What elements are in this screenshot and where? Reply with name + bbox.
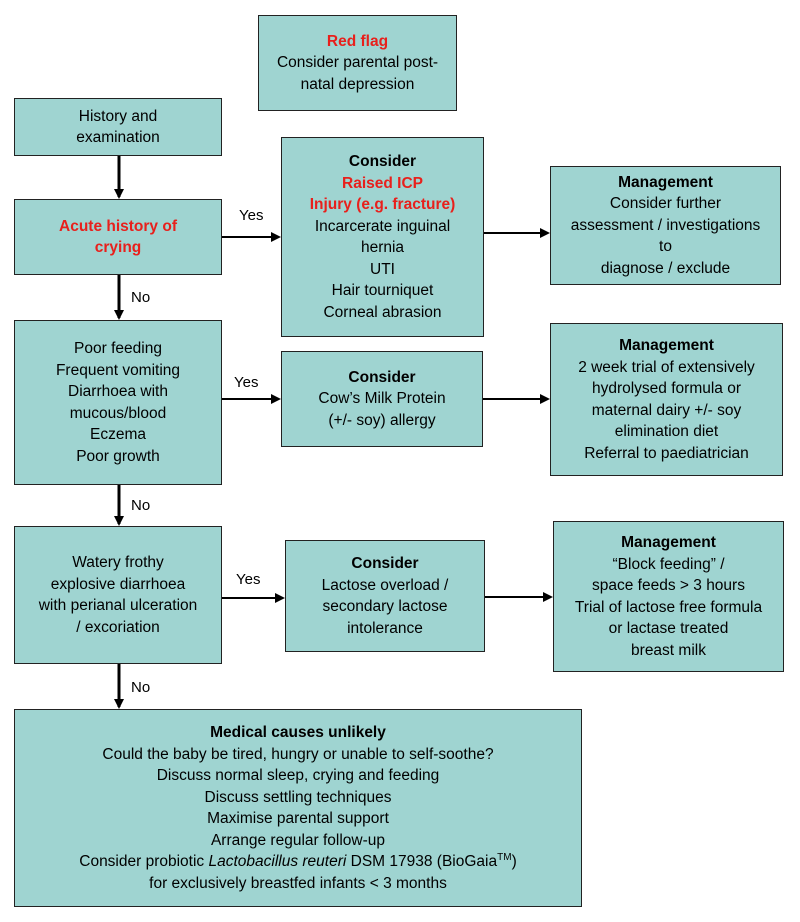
consider1-line: hernia <box>360 239 405 256</box>
probiotic-pre: Consider probiotic <box>79 853 209 870</box>
watery-diarrhoea-box: Watery frothy explosive diarrhoea with p… <box>14 526 222 664</box>
management1-line: Consider further <box>609 195 722 213</box>
management3-line: breast milk <box>631 641 706 659</box>
probiotic-species: Lactobacillus reuteri <box>208 853 347 870</box>
management-box-2: Management 2 week trial of extensively h… <box>550 323 783 476</box>
management3-line: space feeds > 3 hours <box>592 577 745 594</box>
management1-line: diagnose / exclude <box>600 259 731 277</box>
red-flag-line: natal depression <box>300 75 415 93</box>
medical-causes-box: Medical causes unlikely Could the baby b… <box>14 709 582 907</box>
consider1-line: UTI <box>370 260 395 278</box>
management1-title: Management <box>618 173 713 191</box>
consider1-line: Corneal abrasion <box>323 303 442 321</box>
medical-title: Medical causes unlikely <box>210 724 386 741</box>
consider3-title: Consider <box>351 555 419 572</box>
probiotic-post: DSM 17938 (BioGaia <box>346 853 498 870</box>
yes-label-1: Yes <box>239 207 264 224</box>
management-box-3: Management “Block feeding” / space feeds… <box>553 521 784 672</box>
feeding-line: Diarrhoea with <box>68 383 168 400</box>
management2-title: Management <box>619 337 714 354</box>
feeding-line: Poor growth <box>76 447 160 465</box>
medical-line: Maximise parental support <box>207 810 389 827</box>
watery-line: / excoriation <box>76 618 160 636</box>
consider1-line: Hair tourniquet <box>331 282 434 299</box>
consider-box-1: Consider Raised ICP Injury (e.g. fractur… <box>281 137 484 337</box>
yes-label-2: Yes <box>234 374 259 391</box>
medical-probiotic-line: Consider probiotic Lactobacillus reuteri… <box>79 851 517 873</box>
red-flag-title: Red flag <box>326 32 389 50</box>
management2-line: elimination diet <box>614 423 719 440</box>
watery-line: explosive diarrhoea <box>50 575 186 593</box>
acute-history-box: Acute history of crying <box>14 199 222 275</box>
consider3-line: secondary lactose <box>322 598 448 615</box>
consider1-red-line: Raised ICP <box>342 174 423 192</box>
management3-line: “Block feeding” / <box>612 555 725 573</box>
feeding-line: Eczema <box>90 426 146 443</box>
yes-label-3: Yes <box>236 571 261 588</box>
management1-line: to <box>659 238 672 256</box>
feeding-line: mucous/blood <box>69 404 167 422</box>
acute-line: crying <box>94 239 142 256</box>
watery-line: Watery frothy <box>72 554 164 571</box>
consider2-line: (+/- soy) allergy <box>328 411 436 429</box>
consider-box-2: Consider Cow’s Milk Protein (+/- soy) al… <box>281 351 483 447</box>
medical-line: Discuss settling techniques <box>204 788 392 806</box>
consider1-red-line: Injury (e.g. fracture) <box>309 196 456 213</box>
consider1-line: Incarcerate inguinal <box>314 217 451 235</box>
medical-line: Could the baby be tired, hungry or unabl… <box>102 745 494 763</box>
probiotic-trademark: TM <box>497 851 512 863</box>
history-line: History and <box>78 107 158 125</box>
consider3-line: intolerance <box>347 619 423 637</box>
medical-line: Arrange regular follow-up <box>210 831 386 849</box>
medical-line: Discuss normal sleep, crying and feeding <box>156 767 440 784</box>
management1-line: assessment / investigations <box>570 216 761 234</box>
acute-line: Acute history of <box>59 217 177 235</box>
probiotic-end: ) <box>511 853 517 870</box>
consider-box-3: Consider Lactose overload / secondary la… <box>285 540 485 652</box>
red-flag-line: Consider parental post- <box>276 54 439 72</box>
management-box-1: Management Consider further assessment /… <box>550 166 781 285</box>
management2-line: maternal dairy +/- soy <box>591 401 742 419</box>
management3-title: Management <box>621 534 716 551</box>
management3-line: Trial of lactose free formula <box>574 598 763 616</box>
management2-line: 2 week trial of extensively <box>578 358 755 376</box>
medical-last-line: for exclusively breastfed infants < 3 mo… <box>149 874 447 892</box>
no-label-3: No <box>131 679 151 696</box>
no-label-2: No <box>131 497 151 514</box>
feeding-symptoms-box: Poor feeding Frequent vomiting Diarrhoea… <box>14 320 222 485</box>
consider1-title: Consider <box>348 153 417 170</box>
management3-line: or lactase treated <box>608 620 729 637</box>
consider3-line: Lactose overload / <box>321 576 449 594</box>
feeding-line: Poor feeding <box>74 340 162 357</box>
management2-line: Referral to paediatrician <box>584 444 749 462</box>
management2-line: hydrolysed formula or <box>591 380 742 397</box>
no-label-1: No <box>131 289 151 306</box>
history-line: examination <box>76 129 160 146</box>
watery-line: with perianal ulceration <box>38 597 198 614</box>
history-box: History and examination <box>14 98 222 156</box>
red-flag-box: Red flag Consider parental post- natal d… <box>258 15 457 111</box>
consider2-line: Cow’s Milk Protein <box>318 390 446 408</box>
consider2-title: Consider <box>348 368 416 386</box>
feeding-line: Frequent vomiting <box>55 361 181 379</box>
